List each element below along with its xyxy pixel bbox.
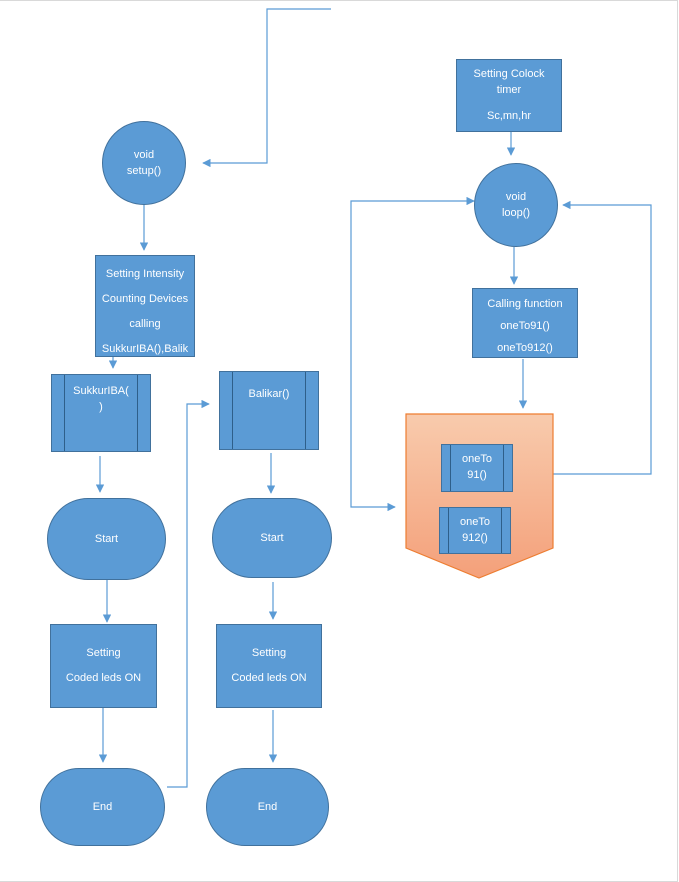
subprocess-bar-right: [305, 372, 306, 449]
clock-timer-node: Setting Colock timer Sc,mn,hr: [456, 59, 562, 132]
subprocess-bar-right: [503, 445, 504, 491]
intensity-line-3: calling: [129, 318, 161, 330]
balikar-subprocess-node: Balikar(): [219, 371, 319, 450]
sukkur-line-2: ): [99, 401, 103, 413]
clock-line-1: Setting Colock: [473, 68, 545, 80]
intensity-line-2: Counting Devices: [101, 293, 189, 305]
start-left-label: Start: [94, 533, 119, 545]
oneto91-subprocess-node: oneTo 91(): [441, 444, 513, 492]
clock-line-2: timer: [496, 84, 522, 96]
subprocess-bar-right: [501, 508, 502, 553]
start-right-node: Start: [212, 498, 332, 578]
calling-line-1: Calling function: [487, 298, 563, 310]
subprocess-bar-left: [232, 372, 233, 449]
start-right-label: Start: [260, 532, 284, 544]
intensity-line-1: Setting Intensity: [105, 268, 185, 280]
setting-leds-left-node: Setting Coded leds ON: [50, 624, 157, 708]
end-right-node: End: [206, 768, 329, 846]
setup-line-1: void: [133, 149, 155, 161]
setting-leds-right-line-1: Setting: [251, 647, 287, 659]
setting-leds-right-line-2: Coded leds ON: [231, 672, 307, 684]
balikar-line-1: Balikar(): [248, 388, 290, 400]
end-left-label: End: [92, 801, 113, 813]
loop-line-2: loop(): [501, 207, 531, 219]
calling-line-3: oneTo912(): [497, 342, 553, 354]
setting-leds-left-line-1: Setting: [86, 647, 121, 659]
connector-top-to-setup: [202, 8, 331, 168]
start-left-node: Start: [47, 498, 166, 580]
end-left-node: End: [40, 768, 165, 846]
oneto91-line-1: oneTo: [462, 453, 492, 465]
setting-intensity-node: Setting Intensity Counting Devices calli…: [95, 255, 195, 357]
connector-pentagon-to-loop: [548, 200, 652, 475]
subprocess-bar-right: [137, 375, 138, 451]
subprocess-bar-left: [64, 375, 65, 451]
setup-node: void setup(): [102, 121, 186, 205]
oneto91-line-2: 91(): [467, 469, 487, 481]
subprocess-bar-left: [450, 445, 451, 491]
connector-end-left-to-balikar: [167, 399, 210, 788]
sukkuriba-subprocess-node: SukkurIBA( ): [51, 374, 151, 452]
calling-line-2: oneTo91(): [500, 320, 550, 332]
calling-function-node: Calling function oneTo91() oneTo912(): [472, 288, 578, 358]
loop-node: void loop(): [474, 163, 558, 247]
intensity-line-4: SukkurIBA(),Balik: [101, 343, 189, 355]
oneto912-line-2: 912(): [462, 532, 488, 544]
setting-leds-right-node: Setting Coded leds ON: [216, 624, 322, 708]
loop-line-1: void: [505, 191, 527, 203]
end-right-label: End: [257, 801, 278, 813]
setting-leds-left-line-2: Coded leds ON: [65, 672, 142, 684]
subprocess-bar-left: [448, 508, 449, 553]
oneto912-line-1: oneTo: [460, 516, 490, 528]
oneto912-subprocess-node: oneTo 912(): [439, 507, 511, 554]
setup-line-2: setup(): [126, 165, 162, 177]
clock-line-3: Sc,mn,hr: [486, 110, 531, 122]
sukkur-line-1: SukkurIBA(: [73, 385, 129, 397]
connector-left-loop-to-pentagon: [350, 200, 396, 512]
